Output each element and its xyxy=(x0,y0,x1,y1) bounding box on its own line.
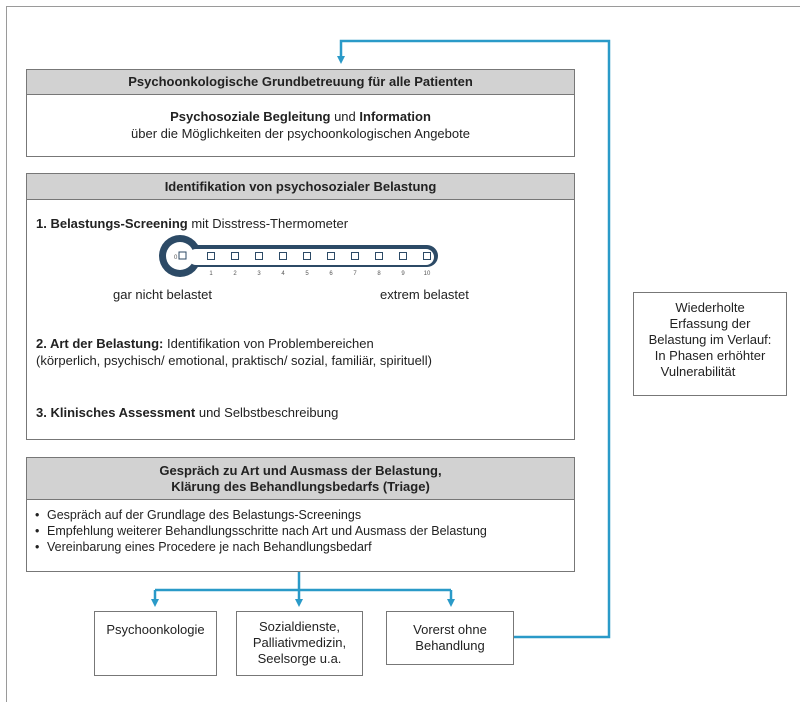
side-line: Vulnerabilität xyxy=(660,364,736,379)
basic-care-line2: über die Möglichkeiten der psychoonkolog… xyxy=(131,126,470,141)
outcome-social-services: Sozialdienste, Palliativmedizin, Seelsor… xyxy=(236,611,363,676)
triage-bullet: Vereinbarung eines Procedere je nach Beh… xyxy=(33,539,574,555)
screening-rest: mit Disstress-Thermometer xyxy=(191,216,349,231)
burden-type-line2: (körperlich, psychisch/ emotional, prakt… xyxy=(36,353,432,368)
basic-care-mid: und xyxy=(334,109,356,124)
triage-box: Gespräch zu Art und Ausmass der Belastun… xyxy=(26,457,575,572)
feedback-loop-line xyxy=(337,39,611,639)
thermometer-left-label: gar nicht belastet xyxy=(113,287,213,302)
assessment-rest: und Selbstbeschreibung xyxy=(198,405,339,420)
burden-type-rest: Identifikation von Problembereichen xyxy=(167,336,374,351)
side-line: Belastung im Verlauf: xyxy=(648,332,772,347)
side-line: Wiederholte xyxy=(675,300,745,315)
repeat-assessment-box: Wiederholte Erfassung der Belastung im V… xyxy=(633,292,787,396)
assessment-item: 3. Klinisches Assessment und Selbstbesch… xyxy=(36,405,338,420)
burden-type-bold: 2. Art der Belastung: xyxy=(36,336,164,351)
basic-care-box: Psychoonkologische Grundbetreuung für al… xyxy=(26,69,575,157)
thermometer-right-label: extrem belastet xyxy=(380,287,469,302)
outcome-line: Sozialdienste, xyxy=(259,619,340,634)
basic-care-body: Psychosoziale Begleitung und Information… xyxy=(27,108,574,142)
outcome-line: Seelsorge u.a. xyxy=(257,651,342,666)
basic-care-bold-b: Information xyxy=(359,109,431,124)
side-line: In Phasen erhöhter xyxy=(654,348,766,363)
identification-header: Identifikation von psychosozialer Belast… xyxy=(27,174,574,200)
triage-bullet-list: Gespräch auf der Grundlage des Belastung… xyxy=(33,507,574,555)
figure-frame xyxy=(6,6,800,702)
outcome-no-treatment: Vorerst ohne Behandlung xyxy=(386,611,514,665)
outcome-psychooncology: Psychoonkologie xyxy=(94,611,217,676)
identification-box: Identifikation von psychosozialer Belast… xyxy=(26,173,575,440)
screening-bold: 1. Belastungs-Screening xyxy=(36,216,188,231)
outcome-line: Behandlung xyxy=(415,638,485,653)
outcome-line: Vorerst ohne xyxy=(413,622,487,637)
triage-header: Gespräch zu Art und Ausmass der Belastun… xyxy=(27,458,574,500)
triage-bullet: Gespräch auf der Grundlage des Belastung… xyxy=(33,507,574,523)
triage-header-line2: Klärung des Behandlungsbedarfs (Triage) xyxy=(171,479,430,494)
basic-care-bold-a: Psychosoziale Begleitung xyxy=(170,109,331,124)
basic-care-header: Psychoonkologische Grundbetreuung für al… xyxy=(27,70,574,95)
triage-header-line1: Gespräch zu Art und Ausmass der Belastun… xyxy=(159,463,442,478)
burden-type-item: 2. Art der Belastung: Identifikation von… xyxy=(36,336,374,351)
side-line: Erfassung der xyxy=(669,316,751,331)
outcome-line: Palliativmedizin, xyxy=(252,635,347,650)
outcome-line: Psychoonkologie xyxy=(106,622,205,637)
screening-item: 1. Belastungs-Screening mit Disstress-Th… xyxy=(36,216,348,231)
assessment-bold: 3. Klinisches Assessment xyxy=(36,405,196,420)
triage-bullet: Empfehlung weiterer Behandlungsschritte … xyxy=(33,523,574,539)
